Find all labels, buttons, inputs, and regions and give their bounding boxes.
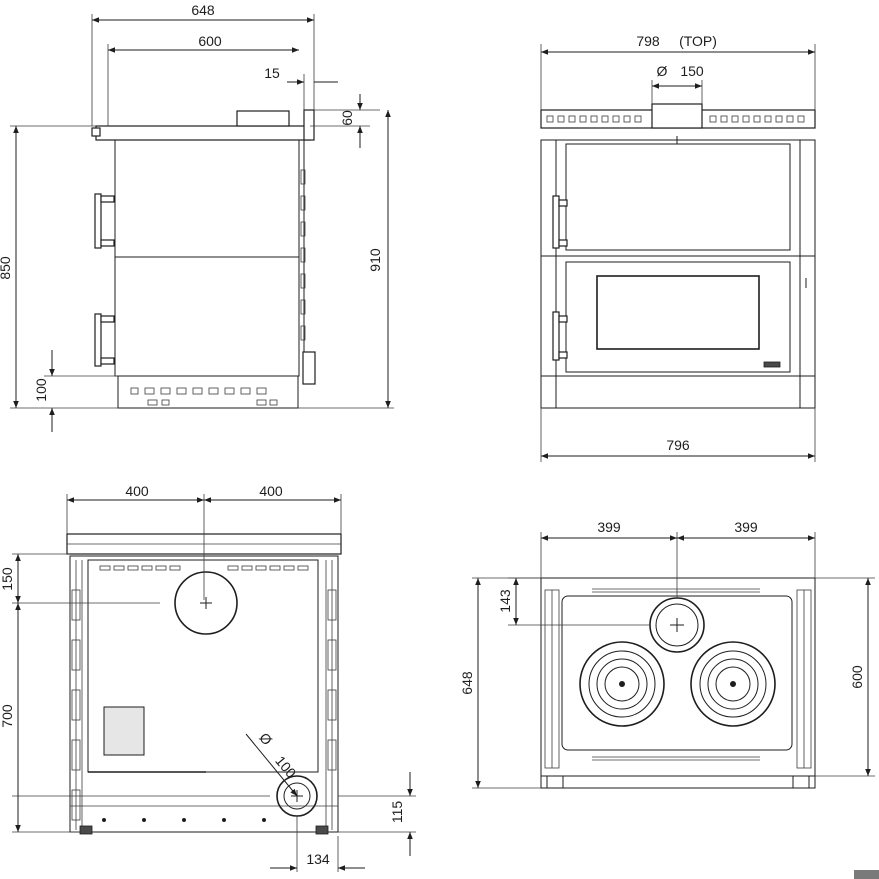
dim-rear-150: 150	[0, 567, 15, 591]
dim-front-796: 796	[666, 437, 690, 453]
dim-rear-400-left: 400	[125, 483, 149, 499]
front-handle-lower	[552, 311, 568, 361]
front-view: 798 (TOP) Ø 150 796	[540, 33, 816, 462]
rear-view: 400 400 150 700 Ø 100 134 115	[0, 483, 416, 872]
rear-flue-outlet	[174, 571, 238, 635]
dim-top-399-right: 399	[734, 519, 758, 535]
top-hotplate-right	[690, 641, 776, 727]
front-upper-door	[565, 143, 791, 251]
dim-rear-700: 700	[0, 704, 15, 728]
dim-top-648: 648	[459, 671, 475, 695]
side-flue-stub	[236, 110, 290, 127]
dim-side-850: 850	[0, 256, 13, 280]
side-handle-upper	[94, 193, 115, 249]
dim-front-top-label: (TOP)	[679, 33, 717, 49]
dim-side-648: 648	[191, 2, 215, 18]
dim-side-100: 100	[33, 378, 49, 402]
dim-top-143: 143	[497, 589, 513, 613]
side-handle-lower	[94, 313, 115, 367]
dim-front-150: 150	[680, 63, 704, 79]
dim-side-600: 600	[198, 33, 222, 49]
front-flue	[651, 103, 703, 129]
dim-front-diameter-symbol: Ø	[657, 63, 668, 79]
side-view: 648 600 15 60 850 910 100	[0, 2, 394, 432]
dim-rear-115: 115	[389, 801, 405, 824]
front-oven-door	[565, 261, 791, 373]
dim-rear-134: 134	[306, 851, 330, 867]
top-left-grate	[544, 589, 560, 769]
side-plinth	[117, 375, 299, 409]
corner-bar	[854, 870, 879, 879]
dim-side-60: 60	[339, 110, 355, 126]
dim-top-399-left: 399	[597, 519, 621, 535]
side-body	[114, 139, 300, 377]
side-worktop	[95, 125, 311, 141]
dim-rear-diameter-symbol: Ø	[256, 729, 275, 748]
dim-rear-400-right: 400	[259, 483, 283, 499]
top-hotplate-left	[579, 641, 665, 727]
top-right-grate	[796, 589, 812, 769]
front-oven-window	[596, 275, 760, 350]
front-handle-upper	[552, 195, 568, 249]
dim-front-798: 798	[636, 33, 660, 49]
dim-top-600: 600	[849, 665, 865, 689]
top-view: 399 399 143 648 600	[459, 519, 875, 789]
rear-plate	[103, 706, 145, 756]
front-body	[540, 139, 816, 409]
dim-side-910: 910	[367, 248, 383, 272]
dim-side-15: 15	[264, 65, 280, 81]
